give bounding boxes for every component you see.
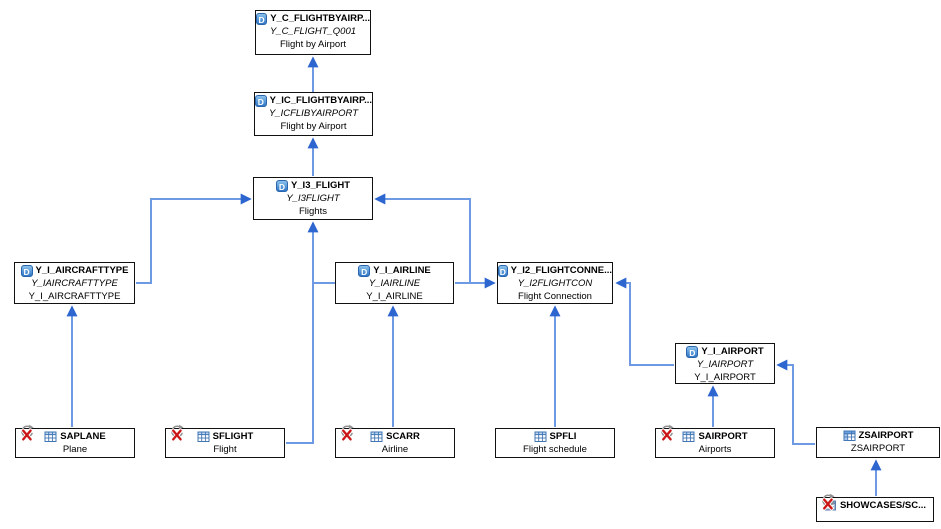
node-saplane[interactable]: SAPLANE Plane: [15, 424, 135, 458]
node-title: Y_I3_FLIGHT: [290, 180, 351, 191]
node-subtitle: Y_C_FLIGHT_Q001: [269, 26, 357, 37]
node-zsairport[interactable]: ZSAIRPORT ZSAIRPORT: [816, 427, 940, 458]
node-title: Y_I_AIRLINE: [373, 265, 431, 276]
table-icon: [197, 430, 210, 443]
custom-table-icon: [843, 429, 856, 442]
node-description: Flight schedule: [523, 444, 587, 455]
node-title: SAIRPORT: [698, 431, 748, 442]
table-icon: [534, 430, 547, 443]
refresh-error-icon: [819, 493, 836, 511]
node-description: Flight Connection: [518, 291, 592, 302]
edge-y_i_airport-to-y_i2_flightconne: [615, 277, 674, 366]
data-definition-icon: D: [275, 179, 288, 192]
node-subtitle: Y_I2FLIGHTCON: [517, 278, 593, 289]
node-title: SCARR: [386, 431, 420, 442]
data-definition-icon: D: [20, 264, 33, 277]
refresh-error-icon: [658, 424, 675, 442]
node-title: SHOWCASES/SC...: [839, 500, 927, 511]
node-spfli[interactable]: SPFLI Flight schedule: [495, 428, 615, 458]
node-scarr[interactable]: SCARR Airline: [335, 424, 455, 458]
node-title: Y_I2_FLIGHTCONNE...: [510, 265, 612, 276]
node-description: Flights: [299, 206, 327, 217]
node-subtitle: Y_ICFLIBYAIRPORT: [268, 108, 359, 119]
edge-zsairport-to-y_i_airport: [776, 359, 815, 445]
node-showcases[interactable]: SHOWCASES/SC...: [816, 493, 934, 522]
node-description: Airline: [381, 444, 409, 455]
node-description: Plane: [62, 444, 88, 455]
node-sairport[interactable]: SAIRPORT Airports: [655, 424, 775, 458]
table-icon: [44, 430, 57, 443]
node-subtitle: Y_IAIRCRAFTTYPE: [31, 278, 118, 289]
node-title: Y_I_AIRCRAFTTYPE: [35, 265, 129, 276]
node-description: Y_I_AIRLINE: [366, 291, 423, 302]
refresh-error-icon: [338, 424, 355, 442]
node-title: Y_C_FLIGHTBYAIRP...: [270, 13, 370, 24]
table-icon: [370, 430, 383, 443]
data-definition-icon: D: [498, 264, 508, 277]
node-title: Y_I_AIRPORT: [701, 346, 764, 357]
node-description: Flight: [213, 444, 237, 455]
data-definition-icon: D: [256, 12, 268, 25]
node-title: SAPLANE: [60, 431, 106, 442]
data-definition-icon: D: [358, 264, 371, 277]
node-subtitle: Y_IAIRLINE: [368, 278, 421, 289]
node-title: ZSAIRPORT: [858, 430, 914, 441]
node-description: Y_I_AIRCRAFTTYPE: [28, 291, 121, 302]
node-description: Flight by Airport: [280, 121, 347, 132]
node-subtitle: Y_I3FLIGHT: [286, 193, 340, 204]
node-description: Flight by Airport: [280, 39, 346, 50]
table-icon: [682, 430, 695, 443]
edge-y_i_aircrafttype-to-y_i3_flight: [136, 193, 252, 284]
node-description: Y_I_AIRPORT: [694, 372, 756, 383]
node-subtitle: Y_IAIRPORT: [696, 359, 754, 370]
edge-sflight-to-y_i3_flight: [286, 221, 319, 444]
data-definition-icon: D: [686, 345, 699, 358]
node-title: SPFLI: [549, 431, 577, 442]
data-definition-icon: D: [255, 94, 267, 107]
refresh-error-icon: [168, 424, 185, 442]
node-title: Y_IC_FLIGHTBYAIRP...: [269, 95, 372, 106]
node-description: Airports: [698, 444, 732, 455]
refresh-error-icon: [18, 424, 35, 442]
node-description: ZSAIRPORT: [850, 443, 906, 454]
node-title: SFLIGHT: [212, 431, 254, 442]
node-sflight[interactable]: SFLIGHT Flight: [165, 424, 285, 458]
